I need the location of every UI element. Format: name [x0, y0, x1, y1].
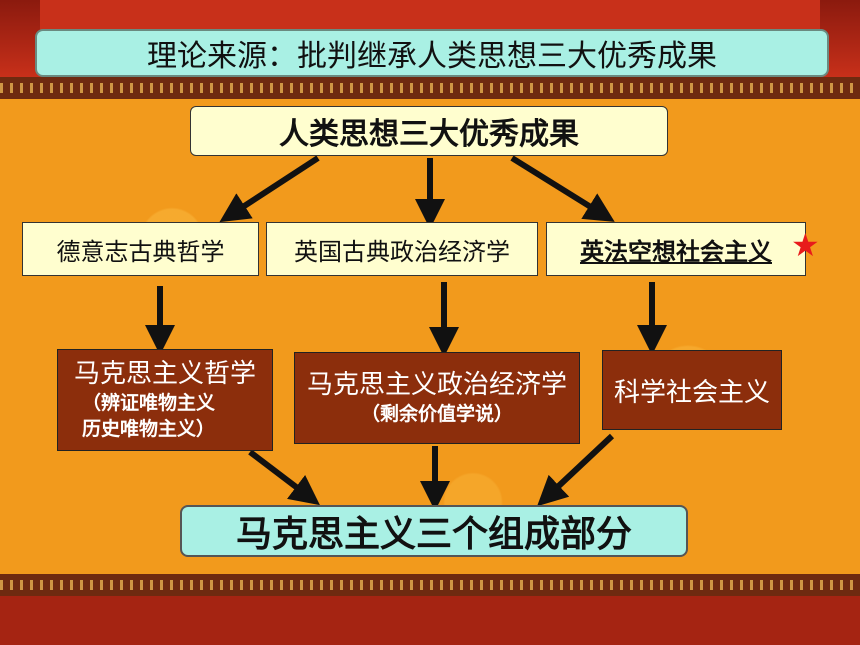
component-philosophy-sub1: （辨证唯物主义 [82, 392, 216, 414]
source-utopian-socialism-label: 英法空想社会主义 [580, 237, 772, 266]
source-british-economics: 英国古典政治经济学 [266, 222, 538, 276]
pattern-border-bottom [0, 574, 860, 596]
arrow-source-to-socialism [510, 155, 615, 222]
source-box: 人类思想三大优秀成果 [190, 106, 668, 156]
component-philosophy: 马克思主义哲学 （辨证唯物主义 历史唯物主义） [57, 349, 273, 451]
component-economics: 马克思主义政治经济学 （剩余价值学说） [294, 352, 580, 444]
source-german-philosophy: 德意志古典哲学 [22, 222, 259, 276]
decoration-left [0, 0, 40, 78]
component-philosophy-title: 马克思主义哲学 [73, 359, 256, 389]
star-icon: ★ [791, 226, 820, 264]
bottom-background [0, 596, 860, 645]
result-box: 马克思主义三个组成部分 [180, 505, 688, 557]
component-economics-sub1: （剩余价值学说） [360, 403, 513, 425]
pattern-border-top [0, 77, 860, 99]
component-scientific-socialism: 科学社会主义 [602, 350, 782, 430]
slide-title: 理论来源：批判继承人类思想三大优秀成果 [35, 29, 829, 77]
arrow-philosophy-to-result [248, 449, 320, 506]
source-utopian-socialism: 英法空想社会主义 [546, 222, 806, 276]
arrow-socialism-to-result [537, 433, 615, 507]
component-economics-title: 马克思主义政治经济学 [306, 370, 567, 400]
arrow-source-to-philosophy [219, 155, 320, 223]
component-philosophy-sub2: 历史唯物主义） [82, 418, 216, 440]
